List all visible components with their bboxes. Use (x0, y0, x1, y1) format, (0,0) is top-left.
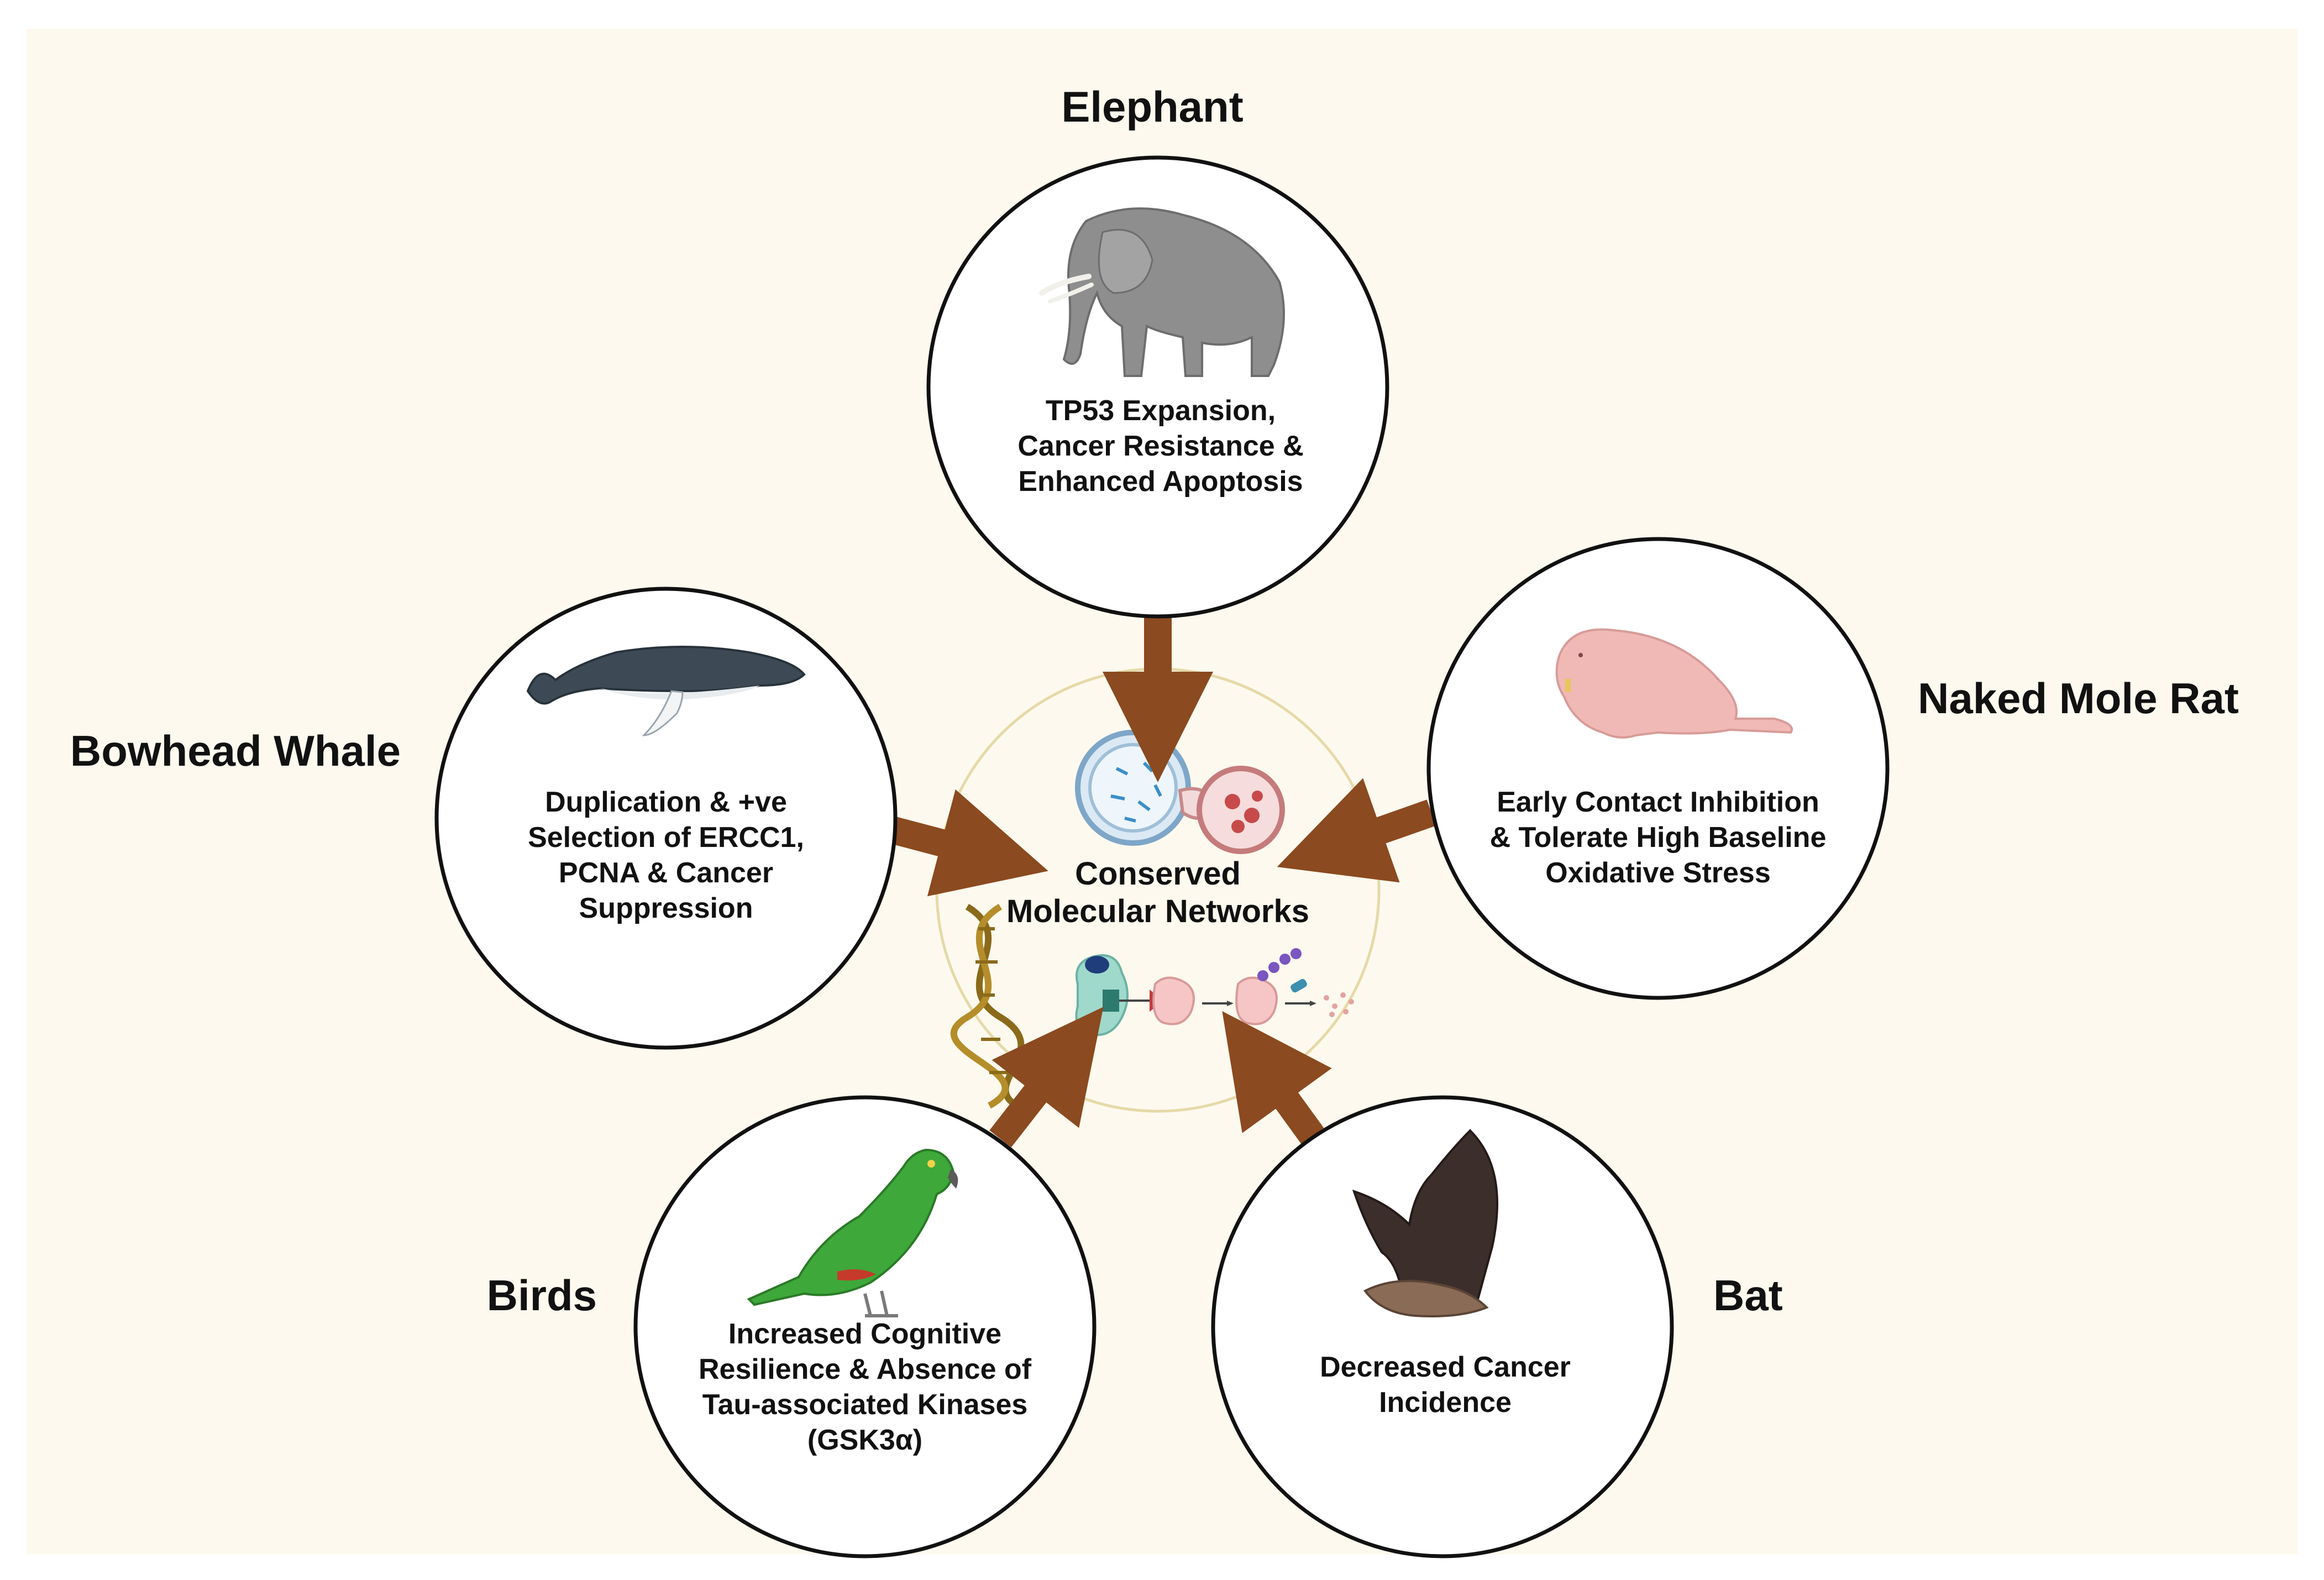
node-text-line: PCNA & Cancer (559, 857, 773, 889)
node-label-naked-mole-rat: Naked Mole Rat (1918, 674, 2239, 723)
node-circle-naked-mole-rat (1426, 537, 1890, 1000)
node-text-line: Resilience & Absence of (699, 1353, 1032, 1385)
node-text-line: Cancer Resistance & (1017, 430, 1303, 462)
node-text-line: (GSK3α) (807, 1424, 922, 1456)
bat-icon (1352, 1129, 1498, 1317)
arrows-layer (886, 614, 1436, 1148)
center-title-line-1: Conserved (1075, 856, 1241, 892)
whale-icon (526, 646, 806, 736)
naked-mole-rat-icon (1555, 628, 1793, 739)
node-elephant: TP53 Expansion,Cancer Resistance &Enhanc… (926, 82, 1389, 619)
node-circle-bowhead-whale (434, 587, 898, 1050)
node-naked-mole-rat: Early Contact Inhibition & Tolerate High … (1426, 537, 2239, 1000)
elephant-icon (1039, 207, 1285, 377)
node-text-line: TP53 Expansion, (1046, 395, 1276, 427)
ubiquitin-proteasome-pathway-icon (1075, 948, 1354, 1036)
node-text-line: Early Contact Inhibition (1497, 786, 1819, 818)
node-text-line: Suppression (579, 892, 753, 924)
node-text-line: Incidence (1379, 1387, 1512, 1419)
arrow-bowhead-whale (886, 789, 1048, 897)
arrow-bat (1222, 1011, 1332, 1144)
parrot-icon (747, 1148, 958, 1317)
node-text-line: & Tolerate High Baseline (1490, 822, 1827, 854)
node-text-line: Duplication & +ve (545, 786, 787, 818)
node-circle-bat (1211, 1095, 1674, 1558)
center-title-line-2: Molecular Networks (1006, 893, 1309, 929)
nodes-layer: TP53 Expansion,Cancer Resistance &Enhanc… (70, 82, 2239, 1558)
node-text-line: Increased Cognitive (728, 1318, 1001, 1350)
node-text-line: Tau-associated Kinases (702, 1389, 1028, 1421)
node-text-line: Oxidative Stress (1545, 857, 1771, 889)
node-circle-birds (633, 1095, 1097, 1558)
center-node: Conserved Molecular Networks (935, 667, 1381, 1113)
node-label-birds: Birds (487, 1271, 597, 1320)
node-label-bowhead-whale: Bowhead Whale (70, 726, 401, 775)
node-text-line: Enhanced Apoptosis (1018, 465, 1303, 498)
node-label-bat: Bat (1713, 1271, 1783, 1320)
arrow-birds (989, 1007, 1104, 1148)
arrow-naked-mole-rat (1277, 778, 1436, 883)
node-text-line: Decreased Cancer (1320, 1351, 1571, 1383)
node-text-line: Selection of ERCC1, (528, 822, 804, 854)
node-label-elephant: Elephant (1061, 82, 1243, 131)
